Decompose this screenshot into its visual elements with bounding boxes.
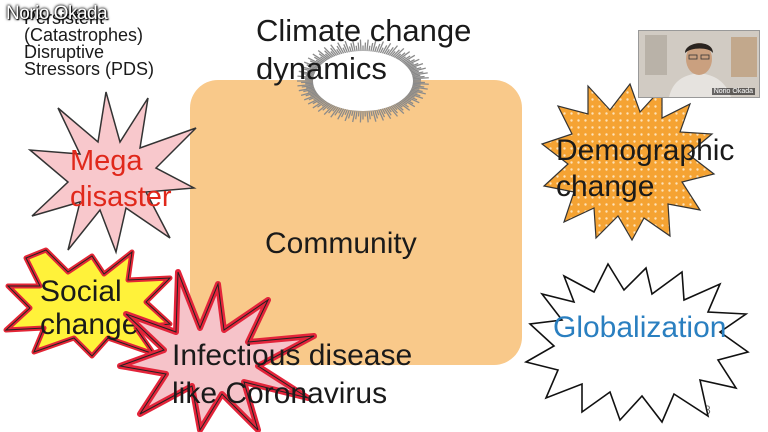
globalization-label: Globalization [553, 311, 727, 344]
demographic-change-label: Demographic change [556, 133, 766, 205]
climate-line: dynamics [256, 51, 387, 86]
community-label: Community [265, 227, 417, 260]
climate-line: Climate change [256, 13, 472, 48]
pds-label: Persistent (Catastrophes) Disruptive Str… [24, 8, 194, 79]
globalization-burst [523, 262, 750, 424]
demographic-line: Demographic [556, 134, 735, 167]
webcam-person-image [639, 31, 759, 97]
infectious-line: Infectious disease [172, 339, 413, 372]
demographic-line: change [556, 170, 655, 203]
pds-line: Stressors (PDS) [24, 59, 155, 79]
social-change-burst [3, 247, 173, 359]
social-change-label: Social change [40, 275, 170, 341]
presenter-name-overlay: Norio Okada [6, 3, 108, 24]
mega-disaster-burst [27, 91, 197, 255]
infectious-disease-burst [117, 269, 317, 432]
webcam-name-tag: Norio Okada [711, 88, 755, 95]
pds-line: (Catastrophes) [24, 25, 144, 45]
mega-line: disaster [70, 181, 172, 213]
climate-change-title: Climate change dynamics [256, 12, 506, 88]
climate-burst-shape [297, 39, 429, 123]
webcam-video-tile[interactable]: Norio Okada [638, 30, 760, 98]
mega-line: Mega [70, 145, 143, 177]
social-line: Social [40, 275, 122, 308]
infectious-line: like Coronavirus [172, 377, 388, 410]
pds-line: Disruptive [24, 42, 105, 62]
pds-line: Persistent [24, 8, 105, 28]
infectious-disease-label: Infectious disease like Coronavirus [172, 337, 472, 413]
demographic-burst [540, 82, 716, 242]
social-line: change [40, 308, 139, 341]
mega-disaster-label: Mega disaster [70, 143, 200, 215]
